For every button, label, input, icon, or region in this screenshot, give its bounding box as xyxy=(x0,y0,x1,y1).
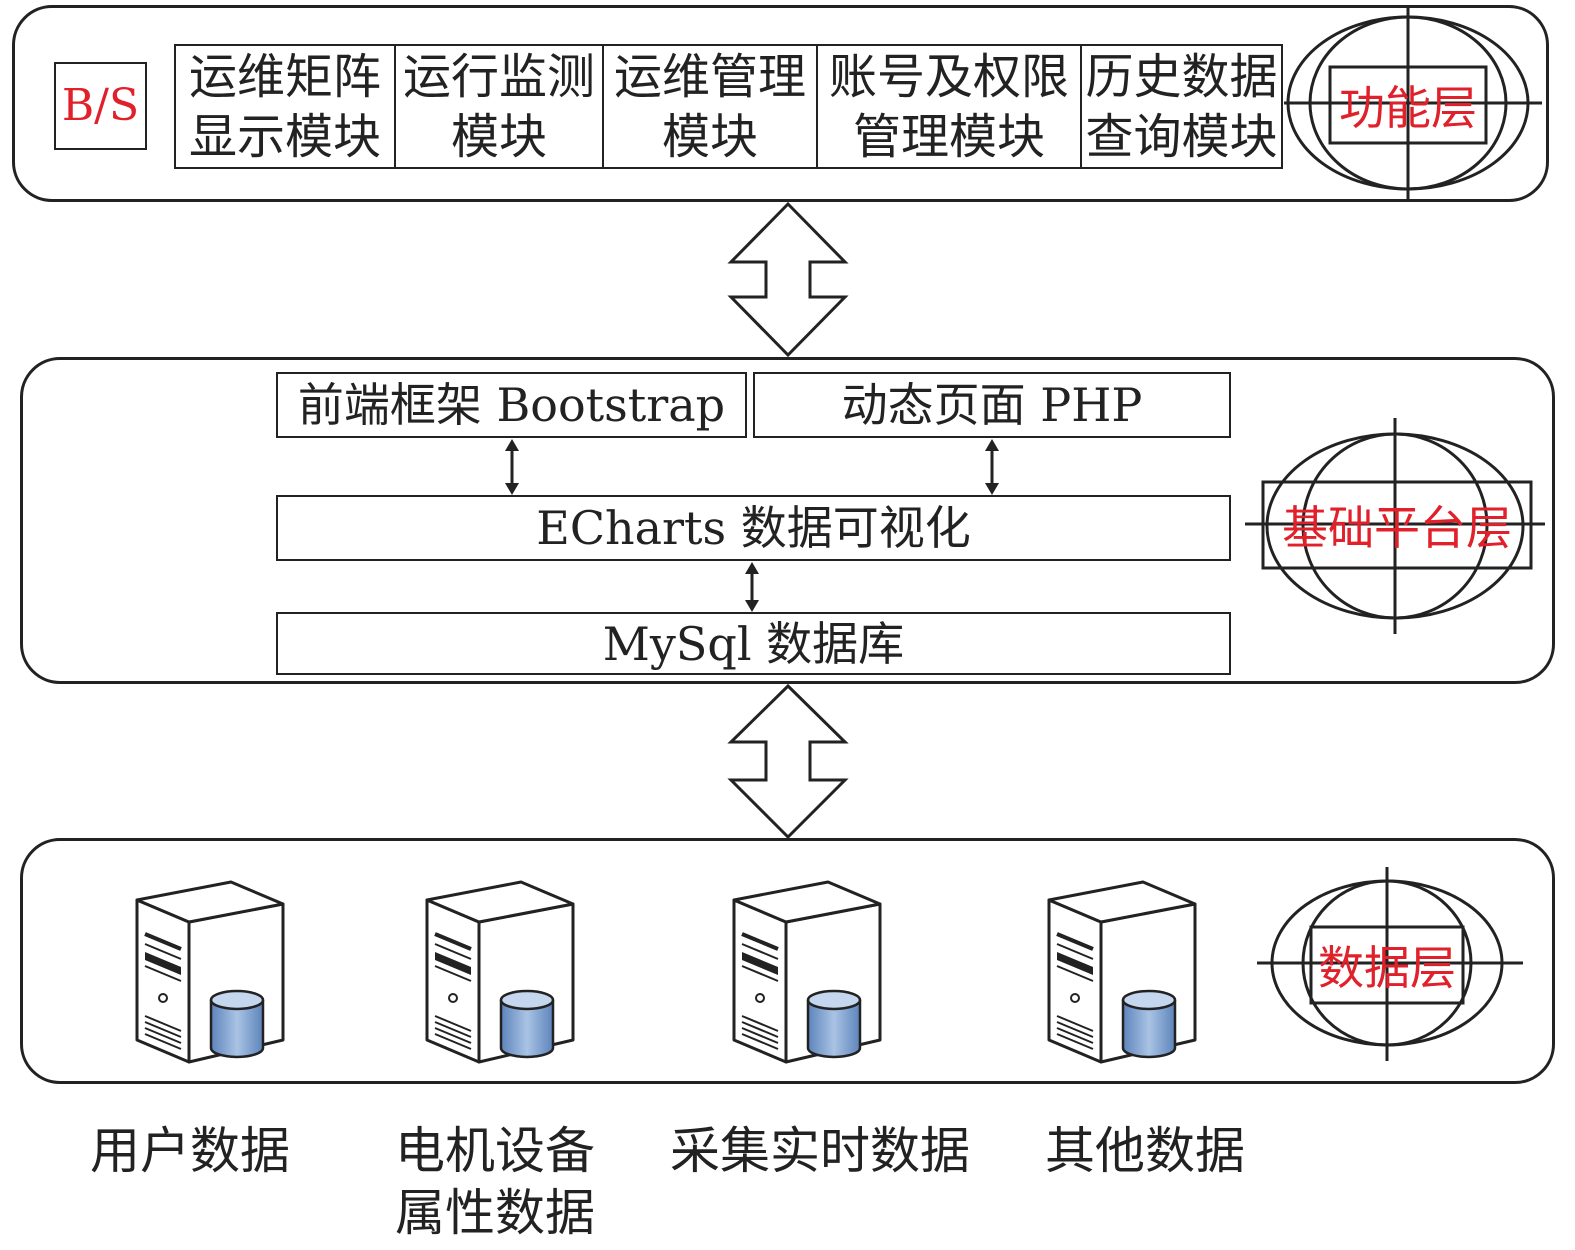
module-ops-management: 运维管理 模块 xyxy=(604,46,818,167)
module-run-monitor: 运行监测 模块 xyxy=(396,46,604,167)
module-history-query: 历史数据 查询模块 xyxy=(1085,48,1278,165)
function-layer-tag: 功能层 xyxy=(1339,81,1477,135)
bs-label: B/S xyxy=(54,62,147,150)
module-matrix-display: 运维矩阵 显示模块 xyxy=(176,46,396,167)
mysql-box: MySql 数据库 xyxy=(276,612,1231,675)
caption-realtime-data: 采集实时数据 xyxy=(670,1122,970,1180)
data-layer-target-icon xyxy=(1257,867,1523,1061)
server-user-data-icon xyxy=(135,880,285,1064)
echarts-mysql-arrow xyxy=(745,562,759,612)
php-echarts-arrow xyxy=(985,439,999,495)
bootstrap-box: 前端框架 Bootstrap xyxy=(276,372,747,438)
platform-layer-tag: 基础平台层 xyxy=(1282,501,1512,555)
server-motor-device-data-icon xyxy=(425,880,575,1064)
module-account-permission: 账号及权限 管理模块 xyxy=(818,46,1082,167)
server-realtime-data-icon xyxy=(732,880,882,1064)
module-row: 运维矩阵 显示模块 运行监测 模块 运维管理 模块 账号及权限 管理模块 历史数… xyxy=(174,44,1283,169)
bidirectional-arrow-icon xyxy=(727,683,849,840)
echarts-box: ECharts 数据可视化 xyxy=(276,495,1231,561)
caption-other-data: 其他数据 xyxy=(1045,1122,1245,1180)
bidirectional-arrow-icon xyxy=(727,201,849,358)
bootstrap-echarts-arrow xyxy=(505,439,519,495)
server-other-data-icon xyxy=(1047,880,1197,1064)
function-layer-target-icon xyxy=(1284,5,1542,200)
caption-motor-device-data: 电机设备 属性数据 xyxy=(395,1122,595,1242)
caption-user-data: 用户数据 xyxy=(90,1122,290,1180)
platform-layer-target-icon xyxy=(1245,418,1545,634)
data-layer-tag: 数据层 xyxy=(1318,941,1456,995)
php-box: 动态页面 PHP xyxy=(753,372,1231,438)
